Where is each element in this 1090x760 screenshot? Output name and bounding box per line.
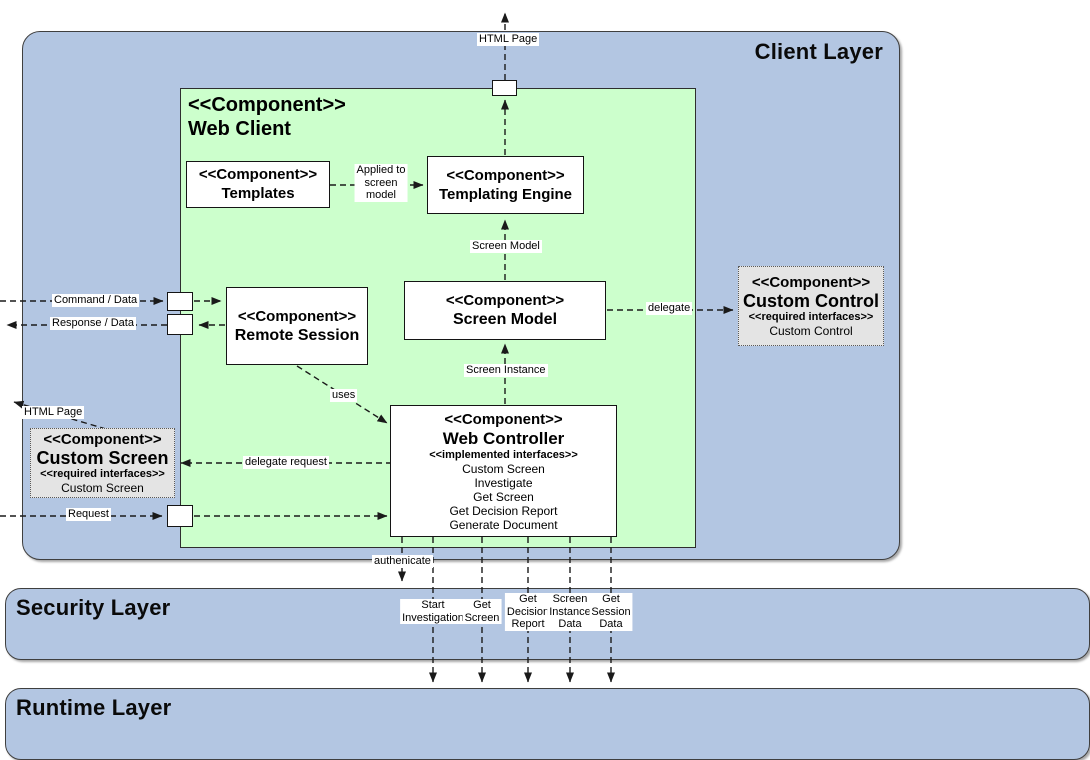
label-screen-model: Screen Model (470, 240, 542, 253)
web-controller-interface: Investigate (474, 475, 533, 490)
label-request: Request (66, 508, 111, 521)
label-delegate: delegate (646, 302, 693, 315)
web-controller-stereotype: <<Component>> (444, 410, 563, 428)
component-screen-model: <<Component>> Screen Model (404, 281, 606, 340)
component-templating-engine: <<Component>> Templating Engine (427, 156, 584, 214)
label-screen-instance: Screen Instance (464, 364, 548, 377)
port-html-page (492, 80, 517, 96)
remote-session-stereotype: <<Component>> (237, 307, 357, 325)
custom-screen-interfaces-header: <<required interfaces>> (40, 468, 165, 480)
web-controller-interface: Get Screen (473, 489, 534, 504)
label-authenticate: authenicate (372, 555, 433, 568)
web-controller-interface: Custom Screen (462, 461, 545, 476)
label-flow-get-screen: Get Screen (462, 599, 502, 624)
screen-model-stereotype: <<Component>> (445, 292, 565, 309)
label-flow-get-session-data: Get Session Data (589, 593, 633, 631)
templating-engine-stereotype: <<Component>> (446, 166, 565, 184)
label-html-page-top: HTML Page (477, 33, 540, 46)
custom-control-interfaces-header: <<required interfaces>> (748, 311, 874, 323)
web-client-title: <<Component>>Web Client (188, 93, 346, 141)
web-client-stereotype: <<Component>> (188, 94, 346, 116)
label-flow-screen-instance-data: Screen Instance Data (547, 593, 593, 631)
client-layer-title: Client Layer (754, 39, 883, 64)
component-custom-control: <<Component>> Custom Control <<required … (738, 266, 884, 346)
label-command-data: Command / Data (52, 294, 140, 307)
label-applied-to-screen-model: Applied to screen model (354, 164, 408, 202)
label-flow-start-investigation: Start Investigation (400, 599, 466, 624)
custom-control-interface: Custom Control (769, 324, 853, 338)
custom-screen-name: Custom Screen (36, 448, 169, 468)
port-command-data (167, 292, 193, 311)
custom-control-stereotype: <<Component>> (751, 274, 871, 291)
label-response-data: Response / Data (50, 317, 136, 330)
web-controller-interface: Generate Document (449, 517, 558, 532)
templates-stereotype: <<Component>> (198, 166, 318, 183)
screen-model-name: Screen Model (452, 311, 558, 328)
custom-control-name: Custom Control (743, 291, 879, 311)
custom-screen-interface: Custom Screen (61, 481, 144, 495)
component-remote-session: <<Component>> Remote Session (226, 287, 368, 365)
port-response-data (167, 314, 193, 335)
web-controller-name: Web Controller (442, 428, 565, 448)
web-client-name: Web Client (188, 118, 291, 140)
runtime-layer-title: Runtime Layer (16, 695, 172, 720)
runtime-layer: Runtime Layer (5, 688, 1090, 760)
remote-session-name: Remote Session (234, 326, 360, 344)
label-flow-get-decision-report: Get Decision Report (504, 593, 552, 631)
security-layer-title: Security Layer (16, 595, 171, 620)
component-templates: <<Component>> Templates (186, 161, 330, 208)
component-custom-screen: <<Component>> Custom Screen <<required i… (30, 428, 175, 498)
custom-screen-stereotype: <<Component>> (43, 431, 162, 448)
port-request (167, 505, 193, 527)
label-delegate-request: delegate request (243, 456, 329, 469)
templates-name: Templates (221, 185, 295, 202)
label-html-page-left: HTML Page (22, 406, 85, 419)
label-uses: uses (330, 389, 358, 402)
component-web-controller: <<Component>> Web Controller <<implement… (390, 405, 617, 537)
templating-engine-name: Templating Engine (438, 185, 573, 203)
web-controller-interface: Get Decision Report (449, 503, 558, 518)
web-controller-interfaces-header: <<implemented interfaces>> (429, 448, 578, 461)
